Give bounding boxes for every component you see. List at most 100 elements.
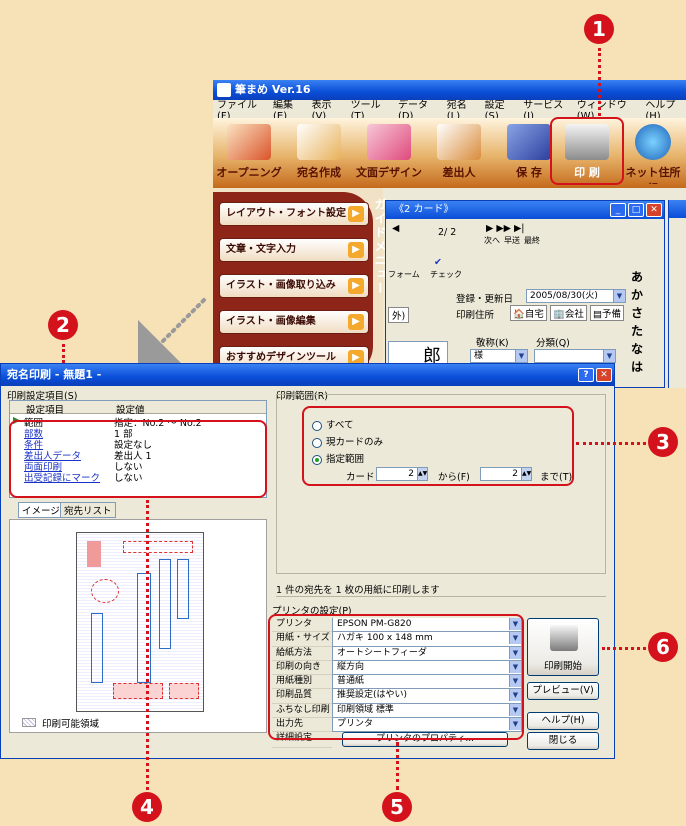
gray-pointer-arrow-icon [138,296,208,366]
printer-key: 印刷の向き [272,660,332,676]
borderless-select[interactable]: 印刷領域 標準▼ [332,703,522,719]
close-icon[interactable]: ✕ [646,203,662,217]
chevron-down-icon[interactable]: ▼ [613,290,625,302]
honorific-field[interactable]: 様 ▼ [470,349,528,363]
toolbar-label: 保 存 [516,166,542,179]
chevron-down-icon[interactable]: ▼ [509,660,521,673]
printer-select[interactable]: EPSON PM-G820▼ [332,618,522,633]
print-start-button[interactable]: 印刷開始 [527,618,599,676]
close-icon[interactable]: ✕ [596,368,612,382]
recipient-address-block [159,559,171,649]
kana-na[interactable]: な [630,342,643,356]
honorific-value: 様 [474,351,484,361]
toolbar-net-address-button[interactable]: ネット住所録 [621,124,685,184]
addr-office-button[interactable]: 🏢会社 [550,305,587,321]
toolbar-save-button[interactable]: 保 存 [495,124,563,184]
chevron-right-icon: ▶ [348,278,364,294]
chevron-down-icon[interactable]: ▼ [509,675,521,688]
chevron-down-icon[interactable]: ▼ [515,350,527,362]
menu-settings[interactable]: 設定(S) [484,100,505,122]
reg-date-field[interactable]: 2005/08/30(火) ▼ [526,289,626,303]
minimize-icon[interactable]: _ [610,203,626,217]
next-arrow-icon[interactable]: ▶ ▶▶ ▶| [486,223,525,234]
spin-arrows-icon[interactable]: ▲▼ [521,468,531,480]
menu-address[interactable]: 宛名(L) [446,100,467,122]
kana-ta[interactable]: た [630,324,643,338]
menu-edit[interactable]: 編集(E) [272,100,293,122]
paper-size-select[interactable]: ハガキ 100 x 148 mm▼ [332,632,522,647]
settings-group-label: 印刷設定項目(S) [7,391,78,402]
paper-type-select[interactable]: 普通紙▼ [332,675,522,690]
help-button[interactable]: ヘルプ(H) [527,712,599,730]
toolbar-design-button[interactable]: 文面デザイン [355,124,423,184]
radio-specified-range[interactable]: 指定範囲 [312,451,364,465]
row-sender-item[interactable]: 差出人データ [24,451,82,462]
menu-view[interactable]: 表示(V) [311,100,332,122]
tab-image[interactable]: イメージ [18,502,64,518]
guide-image-import[interactable]: イラスト・画像取り込み▶ [219,274,369,298]
row-condition-item[interactable]: 条件 [24,440,44,451]
row-range-item[interactable]: 範囲 [24,418,44,429]
maximize-icon[interactable]: □ [628,203,644,217]
range-group [276,394,606,574]
toolbar-opening-button[interactable]: オープニング [215,124,283,184]
preview-button[interactable]: プレビュー(V) [527,682,599,700]
printer-key: ふちなし印刷 [272,703,332,719]
menu-service[interactable]: サービス(I) [523,100,564,122]
menu-help[interactable]: ヘルプ(H) [645,100,676,122]
toolbar-sender-button[interactable]: 差出人 [425,124,493,184]
leader-2 [62,344,65,363]
quality-select[interactable]: 推奨設定(はやい)▼ [332,689,522,704]
front-label[interactable]: フォーム [388,270,420,279]
addr-spare-button[interactable]: ▤予備 [590,305,624,321]
toolbar-address-button[interactable]: 宛名作成 [285,124,353,184]
chevron-down-icon[interactable]: ▼ [603,350,615,362]
guide-text-input[interactable]: 文章・文字入力▶ [219,238,369,262]
row-duplex-item[interactable]: 両面印刷 [24,462,63,473]
row-copies-item[interactable]: 部数 [24,429,44,440]
printer-row: 印刷品質推奨設定(はやい)▼ [272,689,522,704]
toolbar-print-button[interactable]: 印 刷 [553,124,621,184]
guide-layout-font[interactable]: レイアウト・フォント設定▶ [219,202,369,226]
chevron-down-icon[interactable]: ▼ [509,689,521,702]
menu-window[interactable]: ウィンドウ(W) [576,100,627,122]
kana-ka[interactable]: か [630,288,643,302]
check-label[interactable]: チェック [430,270,462,279]
radio-all[interactable]: すべて [312,417,353,431]
guide-label: ガイドメニュー [373,198,387,296]
chevron-right-icon: ▶ [348,206,364,222]
orientation-select[interactable]: 縦方向▼ [332,660,522,676]
chevron-down-icon[interactable]: ▼ [509,718,521,731]
addr-home-button[interactable]: 🏠自宅 [510,305,547,321]
menu-tools[interactable]: ツール(T) [350,100,381,122]
category-field[interactable]: ▼ [534,349,616,363]
globe-icon [635,124,671,160]
paper-feed-select[interactable]: オートシートフィーダ▼ [332,646,522,661]
close-button[interactable]: 閉じる [527,732,599,750]
name-fragment: 郎 [423,346,441,367]
chevron-down-icon[interactable]: ▼ [509,703,521,716]
range-from-field[interactable]: 2 ▲▼ [376,467,428,481]
menu-data[interactable]: データ(D) [397,100,428,122]
chevron-down-icon[interactable]: ▼ [509,646,521,659]
printer-row: 用紙種別普通紙▼ [272,675,522,690]
row-mark-item[interactable]: 出受記録にマーク [24,473,101,484]
name-field[interactable]: 郎 [388,341,448,367]
help-icon[interactable]: ? [578,368,594,382]
sender-icon [437,124,481,160]
output-select[interactable]: プリンタ▼ [332,718,522,733]
tab-address-list[interactable]: 宛先リスト [60,502,116,518]
row-copies-value: 1 部 [114,429,133,440]
prev-arrow-icon[interactable]: ◀ [392,223,400,234]
kana-sa[interactable]: さ [630,306,643,320]
kana-a[interactable]: あ [630,270,643,284]
guide-image-edit[interactable]: イラスト・画像編集▶ [219,310,369,334]
nav-next-label: 次へ [484,236,500,245]
menu-file[interactable]: ファイル(F) [217,100,257,122]
spin-arrows-icon[interactable]: ▲▼ [417,468,427,480]
chevron-down-icon[interactable]: ▼ [509,632,521,645]
radio-current-card[interactable]: 現カードのみ [312,434,383,448]
kana-ha[interactable]: は [630,360,643,374]
range-to-field[interactable]: 2 ▲▼ [480,467,532,481]
